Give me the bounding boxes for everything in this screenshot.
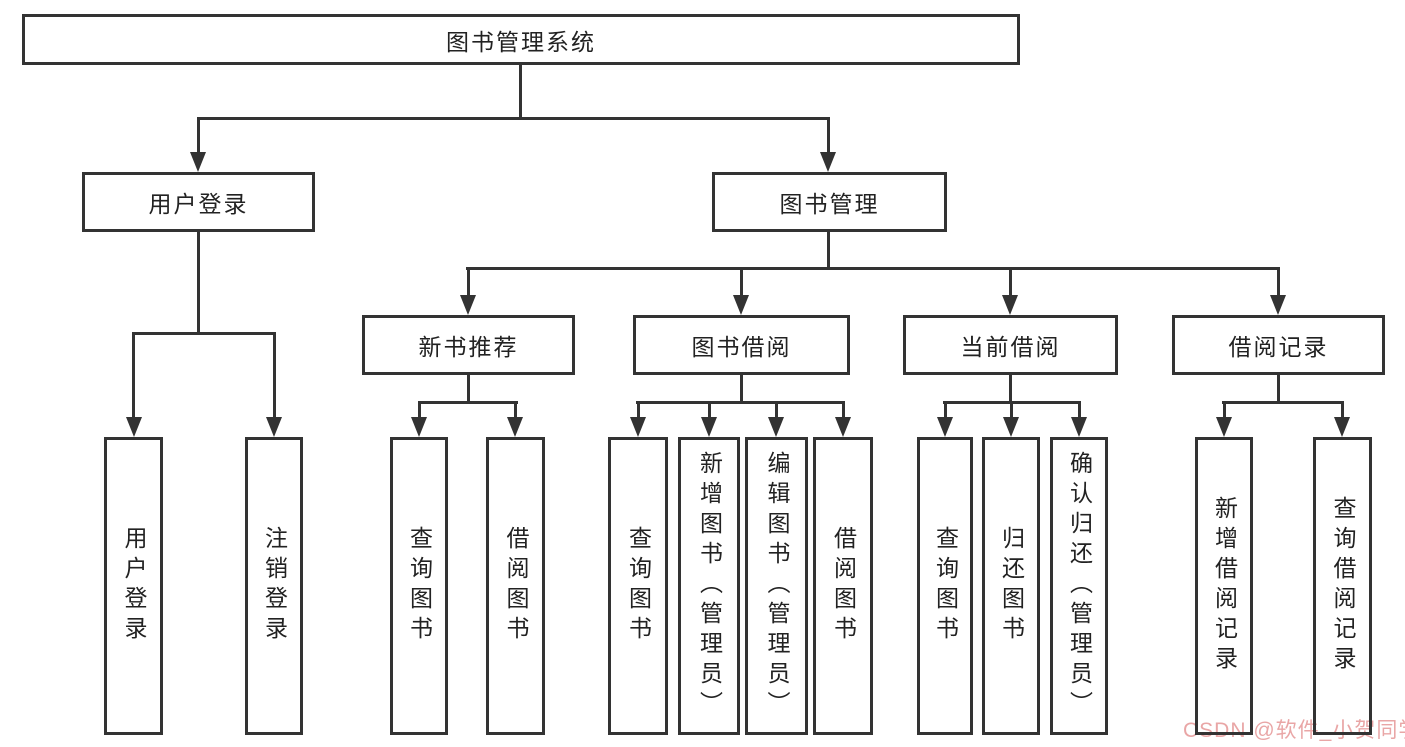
node-user-login: 用户登录 [82,172,315,232]
arrowhead-bb-query-icon [630,417,646,437]
connector-root-stub [519,64,522,120]
leaf-add-books-admin: 新增图书（管理员） [678,437,740,735]
connector-to-bb-borrow-stem [842,401,845,421]
leaf-query-books-current: 查询图书 [917,437,973,735]
connector-to-leaf-logout-stem [273,332,276,420]
arrowhead-user-login-icon [190,152,206,172]
node-current-borrowing-label: 当前借阅 [960,334,1061,360]
connector-to-book-borrowing-stem [740,267,743,299]
connector-user-login-stub [197,232,200,335]
node-new-book-recommendation-label: 新书推荐 [418,334,519,360]
leaf-confirm-return-admin-label: 确认归还（管理员） [1066,451,1093,721]
csdn-watermark: CSDN @软件_小贺同学 [1183,719,1405,742]
leaf-return-books-label: 归还图书 [998,526,1025,646]
arrowhead-cb-return-icon [1003,417,1019,437]
arrowhead-nb-borrow-icon [507,417,523,437]
arrowhead-cb-confirm-icon [1071,417,1087,437]
connector-root-bar [197,117,830,120]
leaf-query-books-borrow-label: 查询图书 [625,526,652,646]
leaf-borrow-books-recommend: 借阅图书 [486,437,545,735]
leaf-user-login: 用户登录 [104,437,163,735]
node-root-label: 图书管理系统 [446,28,596,55]
connector-to-current-borrowing-stem [1009,267,1012,299]
arrowhead-bb-add-icon [701,417,717,437]
leaf-query-borrow-record-label: 查询借阅记录 [1330,496,1356,676]
arrowhead-borrowing-records-icon [1270,295,1286,315]
arrowhead-nb-query-icon [411,417,427,437]
connector-to-cb-query-stem [944,401,947,421]
connector-book-management-bar [466,267,1280,270]
node-book-management: 图书管理 [712,172,947,232]
leaf-edit-books-admin-label: 编辑图书（管理员） [764,451,790,721]
node-new-book-recommendation: 新书推荐 [362,315,575,375]
node-borrowing-records: 借阅记录 [1172,315,1385,375]
connector-borrowing-records-stub [1277,375,1280,404]
connector-to-br-query-stem [1341,401,1344,421]
connector-to-new-book-rec-stem [467,267,470,299]
arrowhead-bb-edit-icon [768,417,784,437]
connector-to-leaf-user-login-stem [132,332,135,420]
leaf-add-books-admin-label: 新增图书（管理员） [696,451,723,721]
node-borrowing-records-label: 借阅记录 [1228,334,1329,360]
arrowhead-new-book-rec-icon [460,295,476,315]
leaf-borrow-books-label: 借阅图书 [830,526,857,646]
connector-borrowing-records-bar [1222,401,1344,404]
leaf-logout-login: 注销登录 [245,437,303,735]
connector-to-bb-query-stem [637,401,640,421]
connector-to-bb-add-stem [708,401,711,421]
connector-to-cb-confirm-stem [1078,401,1081,421]
connector-to-nb-borrow-stem [514,401,517,421]
connector-root-to-user-login-stem [197,117,200,157]
arrowhead-br-query-icon [1334,417,1350,437]
node-current-borrowing: 当前借阅 [903,315,1118,375]
arrowhead-cb-query-icon [937,417,953,437]
leaf-confirm-return-admin: 确认归还（管理员） [1050,437,1108,735]
connector-root-to-book-management-stem [827,117,830,157]
arrowhead-leaf-user-login-icon [126,417,142,437]
arrowhead-book-management-icon [820,152,836,172]
connector-to-nb-query-stem [418,401,421,421]
node-user-login-label: 用户登录 [148,191,249,217]
leaf-add-borrow-record: 新增借阅记录 [1195,437,1253,735]
connector-book-borrowing-bar [636,401,845,404]
node-book-management-label: 图书管理 [779,191,880,217]
leaf-edit-books-admin: 编辑图书（管理员） [745,437,808,735]
arrowhead-bb-borrow-icon [835,417,851,437]
connector-to-cb-return-stem [1010,401,1013,421]
leaf-query-books-current-label: 查询图书 [932,526,959,646]
connector-user-login-bar [132,332,276,335]
leaf-return-books: 归还图书 [982,437,1040,735]
arrowhead-leaf-logout-icon [266,417,282,437]
connector-to-borrowing-records-stem [1277,267,1280,299]
leaf-add-borrow-record-label: 新增借阅记录 [1211,496,1238,676]
connector-to-bb-edit-stem [775,401,778,421]
connector-to-br-add-stem [1223,401,1226,421]
node-book-borrowing: 图书借阅 [633,315,850,375]
leaf-logout-login-label: 注销登录 [261,526,288,646]
connector-current-borrowing-stub [1009,375,1012,404]
connector-book-borrowing-stub [740,375,743,404]
leaf-borrow-books: 借阅图书 [813,437,873,735]
leaf-query-borrow-record: 查询借阅记录 [1313,437,1372,735]
node-root: 图书管理系统 [22,14,1020,65]
leaf-query-books-borrow: 查询图书 [608,437,668,735]
node-book-borrowing-label: 图书借阅 [691,334,792,360]
connector-new-book-rec-bar [418,401,518,404]
arrowhead-book-borrowing-icon [733,295,749,315]
leaf-query-books-recommend-label: 查询图书 [406,526,433,646]
arrowhead-current-borrowing-icon [1002,295,1018,315]
connector-new-book-rec-stub [467,375,470,404]
leaf-borrow-books-recommend-label: 借阅图书 [503,526,529,646]
arrowhead-br-add-icon [1216,417,1232,437]
leaf-query-books-recommend: 查询图书 [390,437,448,735]
connector-book-management-stub [827,232,830,270]
leaf-user-login-label: 用户登录 [121,526,147,646]
